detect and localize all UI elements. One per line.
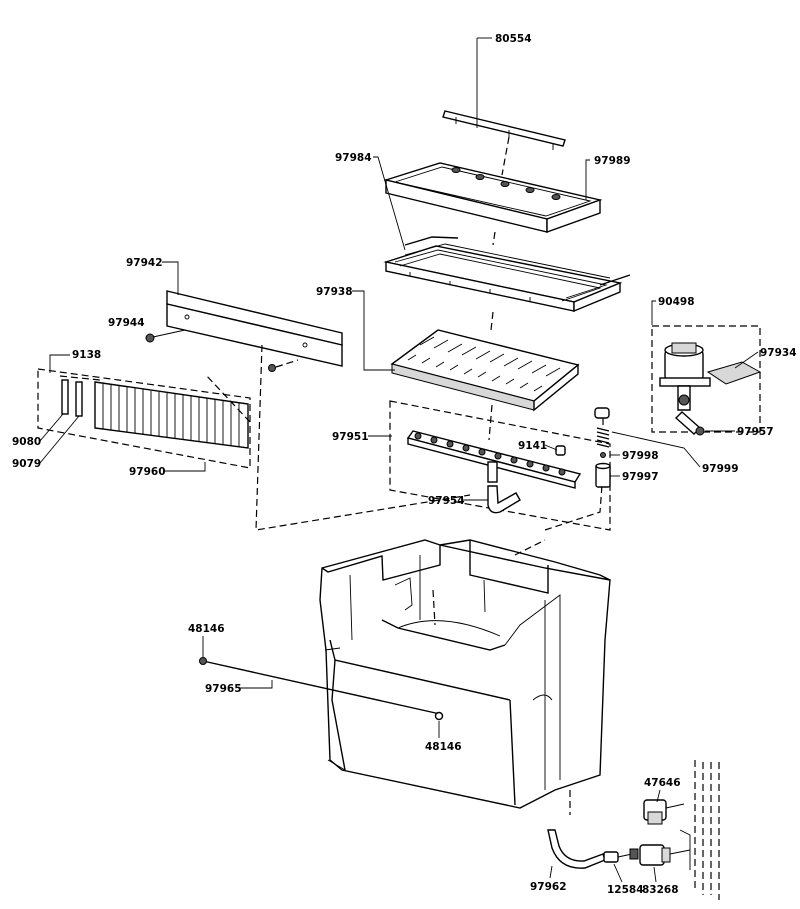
label-97965: 97965 [205,683,242,695]
part-97998-spring [596,418,610,458]
leader-lines [39,37,759,883]
label-9141: 9141 [518,440,547,452]
label-97989: 97989 [594,155,631,167]
label-97984: 97984 [335,152,372,164]
label-47646: 47646 [644,777,681,789]
label-97938: 97938 [316,286,353,298]
dash-valve-route [544,484,603,531]
part-9141-cap [555,445,566,456]
label-48146-top: 48146 [188,623,225,635]
axis-line-2 [492,231,496,246]
part-97934-plate [706,361,762,385]
label-97962: 97962 [530,881,567,893]
part-97962-tube [547,829,606,869]
label-9079: 9079 [12,458,41,470]
group-box-90498 [651,325,761,433]
part-97965-rod [199,657,444,721]
label-97954: 97954 [428,495,465,507]
part-47646-valve [643,799,685,825]
part-97942-bracket [166,290,343,367]
part-97989-cover [383,162,603,233]
label-97998: 97998 [622,450,659,462]
axis-line-3 [490,311,494,331]
label-97944: 97944 [108,317,145,329]
ice-bin [319,539,611,809]
dash-bin-center [432,589,436,626]
label-9080: 9080 [12,436,41,448]
group-box-97960 [37,368,251,469]
label-97942: 97942 [126,257,163,269]
part-80554-rail [442,110,566,150]
part-83268-valve [639,844,691,866]
axis-line-4 [488,404,493,441]
label-12584: 12584 [607,884,644,896]
part-12584-fitting [603,848,639,863]
part-9080-pin [61,379,69,415]
group-box-97951 [389,400,611,531]
part-97957-fitting [674,411,705,436]
part-97954-elbow [487,461,521,514]
part-90498-motor [659,342,711,411]
part-97960-ejector [94,381,249,449]
dash-9138 [59,375,101,381]
part-97999-cap [594,407,610,419]
part-97944-screw [145,329,186,343]
screw-dash [275,359,299,368]
label-83268: 83268 [642,884,679,896]
axis-line-top [501,136,510,176]
label-80554: 80554 [495,33,532,45]
part-labels: 80554 97984 97989 97942 97938 90498 9794… [12,33,797,896]
label-97951: 97951 [332,431,369,443]
label-97934: 97934 [760,347,797,359]
dash-bracket-to-bin [255,344,471,531]
part-97997-stem [595,462,611,488]
label-9138: 9138 [72,349,101,361]
cabinet-wall-edge [679,760,720,900]
label-97999: 97999 [702,463,739,475]
label-97957: 97957 [737,426,774,438]
part-97938-mold-tray [390,329,580,412]
part-9079-pin [75,381,83,417]
label-97960: 97960 [129,466,166,478]
part-97984-evaporator [383,236,631,313]
label-48146-bottom: 48146 [425,741,462,753]
label-90498: 90498 [658,296,695,308]
screw-small [268,364,276,372]
label-97997: 97997 [622,471,659,483]
